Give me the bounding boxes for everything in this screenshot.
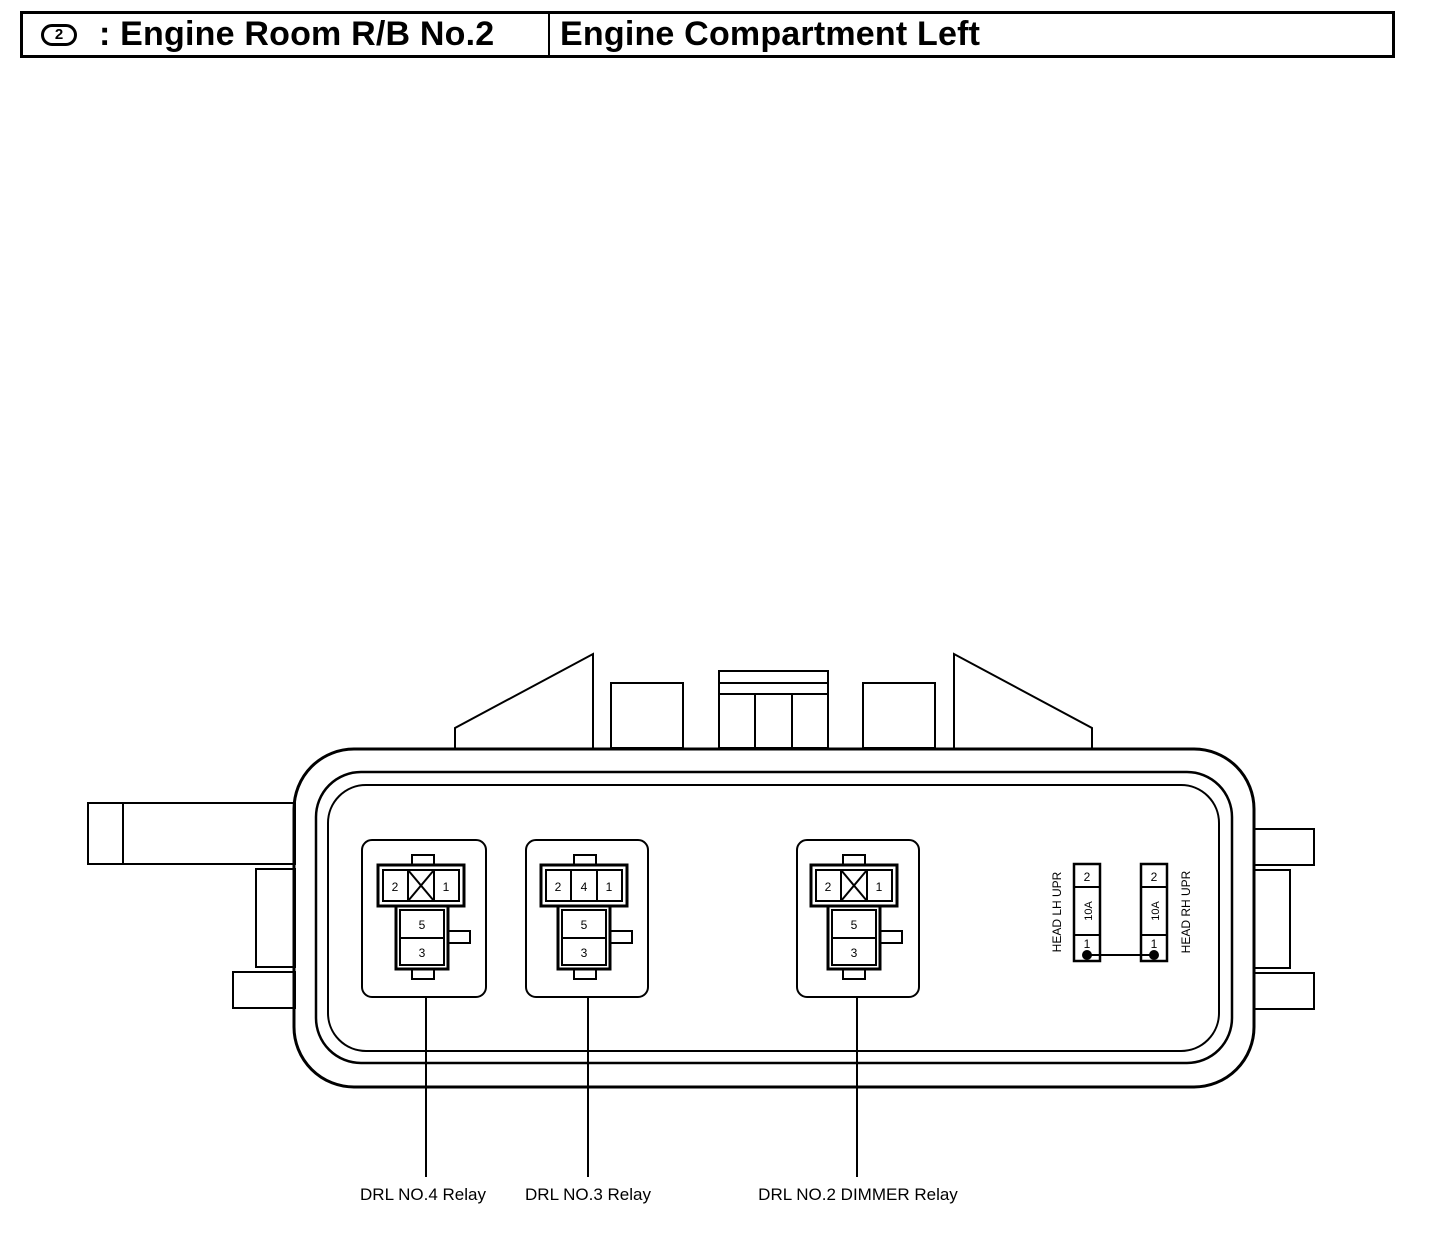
header-title-left: : Engine Room R/B No.2 xyxy=(99,15,495,53)
fuse-rh-pin-bottom: 1 xyxy=(1151,937,1158,951)
relay3-pin-bottom-upper: 5 xyxy=(851,918,858,932)
fuse-head-lh-upr xyxy=(1072,862,1102,963)
header-bar: 2 : Engine Room R/B No.2 Engine Compartm… xyxy=(20,11,1395,58)
left-side-structures xyxy=(87,802,296,1009)
relay3-pin-top-right: 1 xyxy=(876,880,883,894)
fuse-lh-rating: 10A xyxy=(1083,901,1095,921)
relay-drl-no3 xyxy=(525,839,649,1177)
relay1-pin-top-left: 2 xyxy=(392,880,399,894)
relay1-pin-bottom-upper: 5 xyxy=(419,918,426,932)
housing-inner xyxy=(327,784,1220,1052)
housing-outer xyxy=(292,747,1256,1089)
relay2-label: DRL NO.3 Relay xyxy=(525,1185,651,1204)
fuse-lh-name: HEAD LH UPR xyxy=(1050,871,1064,952)
relay3-label: DRL NO.2 DIMMER Relay xyxy=(758,1185,958,1204)
relay-drl-no4 xyxy=(361,839,487,1177)
right-side-structures xyxy=(1253,828,1315,1010)
fuse-rh-pin-top: 2 xyxy=(1151,870,1158,884)
header-right-cell: Engine Compartment Left xyxy=(550,15,980,54)
relay2-pin-top-right: 1 xyxy=(606,880,613,894)
fuse-lh-pin-top: 2 xyxy=(1084,870,1091,884)
fuse-link-dot-right xyxy=(1149,950,1159,960)
top-structures xyxy=(454,652,1093,749)
housing-middle xyxy=(314,770,1234,1065)
fuse-lh-pin-bottom: 1 xyxy=(1084,937,1091,951)
header-left-cell: 2 : Engine Room R/B No.2 xyxy=(23,14,550,55)
relay-drl-no2-dimmer xyxy=(796,839,920,1177)
relay1-pin-bottom-lower: 3 xyxy=(419,946,426,960)
relay2-pin-top-middle: 4 xyxy=(581,880,588,894)
connector-number-badge: 2 xyxy=(41,23,77,46)
header-title-right: Engine Compartment Left xyxy=(560,15,981,53)
relay2-pin-bottom-lower: 3 xyxy=(581,946,588,960)
fuse-link-dot-left xyxy=(1082,950,1092,960)
relay3-pin-bottom-lower: 3 xyxy=(851,946,858,960)
relay2-pin-bottom-upper: 5 xyxy=(581,918,588,932)
fuse-head-rh-upr xyxy=(1139,862,1169,963)
relay3-pin-top-left: 2 xyxy=(825,880,832,894)
relay1-label: DRL NO.4 Relay xyxy=(360,1185,486,1204)
relay2-pin-top-left: 2 xyxy=(555,880,562,894)
fuse-rh-name: HEAD RH UPR xyxy=(1179,870,1193,953)
relay1-pin-top-right: 1 xyxy=(443,880,450,894)
fuse-rh-rating: 10A xyxy=(1150,901,1162,921)
